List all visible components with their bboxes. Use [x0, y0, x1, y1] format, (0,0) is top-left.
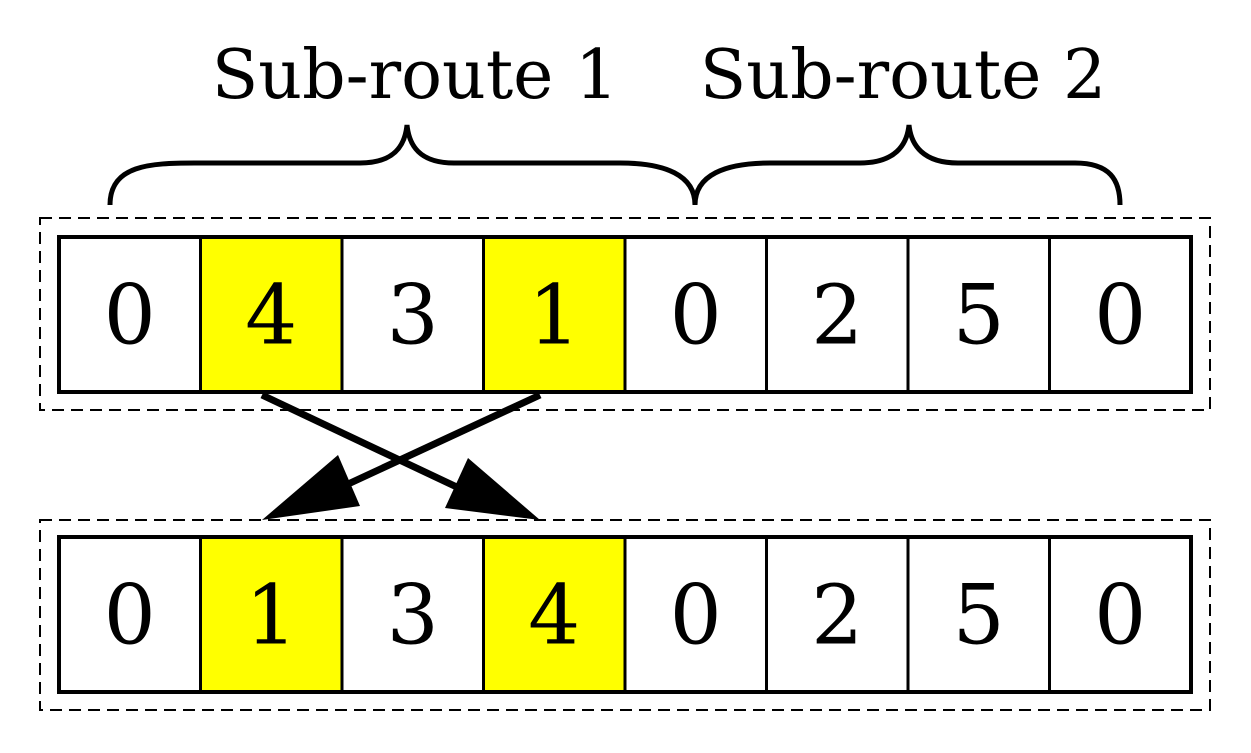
- route-before-value-7: 0: [1094, 269, 1146, 364]
- swap-arrows: [260, 391, 542, 520]
- subroute-2-label: Sub-route 2: [700, 36, 1107, 115]
- route-before-value-6: 5: [953, 269, 1005, 364]
- route-after-value-7: 0: [1094, 569, 1146, 664]
- route-after-value-5: 2: [811, 569, 863, 664]
- route-before-cell-3: [482, 235, 627, 394]
- route-after-cell-4: [623, 535, 768, 694]
- route-after-frame: [39, 519, 1211, 711]
- route-before-value-2: 3: [387, 269, 439, 364]
- subroute-2-brace: [692, 124, 1123, 206]
- swap-arrow-line-2: [316, 391, 542, 502]
- route-after-value-4: 0: [670, 569, 722, 664]
- route-after-value-0: 0: [104, 569, 156, 664]
- route-after-value-3: 4: [528, 569, 580, 664]
- swap-arrow-head-2: [262, 455, 360, 520]
- route-before-cell-5: [765, 235, 910, 394]
- route-before-value-5: 2: [811, 269, 863, 364]
- route-after-value-1: 1: [245, 569, 297, 664]
- route-before-value-1: 4: [245, 269, 297, 364]
- route-before-cell-2: [340, 235, 485, 394]
- route-before-value-4: 0: [670, 269, 722, 364]
- swap-arrow-head-1: [445, 458, 540, 520]
- route-after-value-2: 3: [387, 569, 439, 664]
- route-after-outline: [57, 535, 1193, 694]
- route-after-cell-3: [482, 535, 627, 694]
- route-before-value-3: 1: [528, 269, 580, 364]
- route-after-value-6: 5: [953, 569, 1005, 664]
- route-before-cell-6: [906, 235, 1051, 394]
- swap-arrow-line-1: [260, 391, 482, 502]
- route-before-frame: [39, 217, 1211, 411]
- subroute-1-brace: [107, 124, 698, 206]
- route-before-value-0: 0: [104, 269, 156, 364]
- route-before-outline: [57, 235, 1193, 394]
- subroute-1-label: Sub-route 1: [212, 36, 619, 115]
